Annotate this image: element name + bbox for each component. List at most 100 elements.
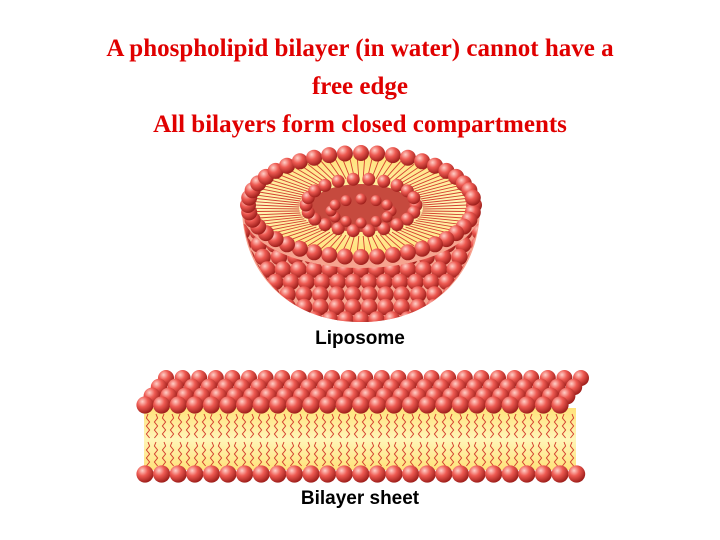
title-line-3: All bilayers form closed compartments (153, 111, 567, 138)
lipid-tail (301, 230, 327, 245)
lipid-tail (185, 413, 191, 439)
head-group (346, 172, 360, 186)
lipid-tail (569, 413, 575, 439)
head-group (391, 273, 409, 291)
head-group (329, 273, 346, 291)
head-group (336, 248, 353, 265)
lipid-tail (377, 413, 383, 439)
head-group (321, 246, 338, 263)
lipid-tail (362, 157, 366, 179)
head-group (467, 248, 480, 266)
lipid-tail (289, 413, 295, 439)
lipid-tail (321, 233, 339, 249)
lipid-tail (177, 413, 183, 439)
head-group (153, 465, 171, 483)
head-group (409, 298, 427, 316)
lipid-tail (422, 210, 467, 212)
lipid-tail (193, 441, 199, 467)
lipid-tail (337, 441, 343, 467)
lipid-tail (313, 441, 319, 467)
lipid-tail (513, 413, 519, 439)
lipid-tail (335, 159, 347, 180)
lipid-tail (393, 441, 399, 467)
head-group (329, 199, 341, 211)
lipid-tail (313, 413, 319, 439)
lipid-tail (422, 204, 468, 208)
head-group (451, 396, 469, 414)
lipid-tail (537, 413, 543, 439)
lipid-tail (201, 441, 207, 467)
lipid-tail (255, 210, 300, 212)
slide-title: A phospholipid bilayer (in water) cannot… (0, 30, 720, 144)
bilayer-sheet-label: Bilayer sheet (300, 488, 420, 509)
lipid-tail (217, 441, 223, 467)
head-group (390, 218, 404, 232)
lipid-tail (441, 413, 447, 439)
head-group (451, 248, 468, 266)
head-group (383, 311, 401, 322)
lipid-tail (411, 176, 447, 191)
lipid-tail (413, 221, 451, 231)
head-group (534, 465, 553, 483)
head-group (414, 240, 431, 257)
lipid-tail (275, 176, 311, 191)
lipid-tail (377, 441, 383, 467)
lipid-tail (281, 441, 287, 467)
lipid-tail (297, 441, 303, 467)
head-group (219, 465, 237, 483)
lipid-tail (391, 163, 415, 183)
head-group (202, 465, 220, 483)
head-group (344, 286, 361, 303)
head-group (340, 195, 352, 207)
lipid-tail (264, 218, 305, 225)
lipid-tail (398, 167, 427, 185)
lipid-tail (305, 413, 311, 439)
head-group (291, 153, 308, 170)
lipid-tail (257, 413, 263, 439)
lipid-tail (329, 441, 335, 467)
head-group (186, 396, 204, 414)
head-group (254, 248, 271, 266)
head-group (336, 145, 353, 162)
lipid-tail (261, 216, 303, 222)
head-group (242, 248, 255, 266)
lipid-tail (420, 191, 463, 200)
head-group (153, 396, 171, 414)
lipid-tail (369, 413, 375, 439)
lipid-tail (273, 413, 279, 439)
head-group (269, 396, 287, 414)
lipid-tail (402, 169, 433, 186)
lipid-tail (241, 413, 247, 439)
lipid-tail (177, 441, 183, 467)
lipid-tail (387, 232, 408, 248)
head-group (274, 261, 292, 278)
head-group (306, 311, 323, 322)
head-group (331, 174, 345, 188)
head-group (308, 184, 322, 198)
head-group (361, 286, 378, 303)
lipid-tail (270, 179, 309, 193)
head-group (368, 396, 386, 414)
head-group (302, 465, 320, 483)
head-group (269, 465, 287, 483)
head-group (136, 465, 154, 483)
head-group (312, 286, 329, 303)
head-group (399, 261, 417, 278)
lipid-tail (153, 441, 159, 467)
head-group (414, 153, 431, 170)
head-group (415, 261, 432, 278)
lipid-tail (267, 182, 307, 194)
lipid-tail (401, 441, 407, 467)
lipid-tail (284, 226, 317, 239)
lipid-tail (395, 230, 421, 245)
lipid-tail (421, 194, 465, 202)
head-group (319, 396, 337, 414)
lipid-tail (271, 221, 309, 231)
head-group (407, 191, 421, 205)
head-group (568, 465, 586, 483)
lipid-tail (255, 201, 300, 206)
head-group (407, 273, 424, 291)
lipid-tail (279, 225, 314, 236)
head-group (352, 465, 370, 483)
head-group (501, 396, 519, 414)
